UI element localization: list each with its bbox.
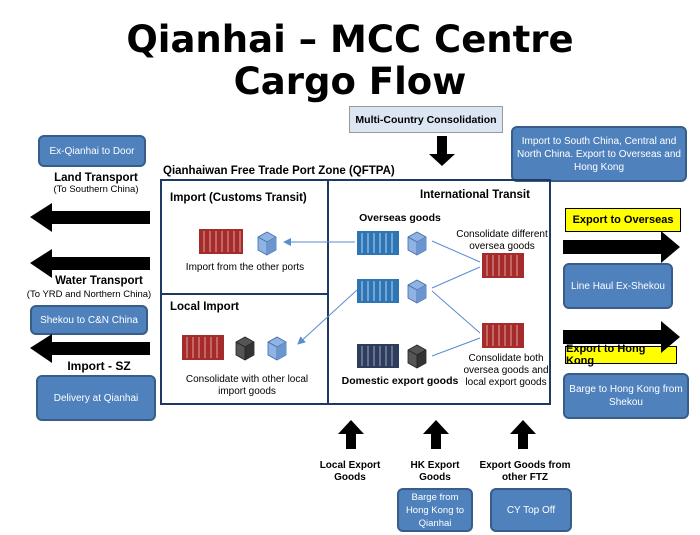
package-icon-1 [257,231,277,256]
other-ftz-label: Export Goods from other FTZ [479,460,571,483]
ex-qianhai-box: Ex-Qianhai to Door [38,135,146,167]
zone-title: Qianhaiwan Free Trade Port Zone (QFTPA) [163,165,395,177]
multi-country-box: Multi-Country Consolidation [349,106,503,133]
dark-package-icon-2 [407,344,427,369]
red-container-icon-2 [182,335,224,360]
dark-package-icon [235,336,255,361]
flow-lines [283,238,481,357]
water-transport-title: Water Transport [55,275,143,287]
navy-container-icon [357,344,399,368]
import-other-ports-label: Import from the other ports [185,262,305,273]
red-container-icon-3 [482,253,524,278]
land-transport-arrow [30,203,150,232]
land-transport-title: Land Transport [54,172,138,184]
export-hk-arrow [563,321,680,353]
barge-hk-box: Barge to Hong Kong from Shekou [563,373,689,419]
overseas-goods-label: Overseas goods [359,212,441,224]
international-transit-title: International Transit [420,189,530,201]
delivery-qianhai-box: Delivery at Qianhai [36,375,156,421]
consolidate-different-label: Consolidate different oversea goods [456,229,548,252]
page-subtitle: Cargo Flow [233,60,467,103]
multi-country-arrow [429,136,455,166]
import-sz-arrow [30,334,150,363]
consolidate-both-label: Consolidate both oversea goods and local… [463,353,549,388]
red-container-icon-1 [199,229,243,254]
land-transport-sub: (To Southern China) [53,184,139,195]
export-overseas-arrow [563,231,680,263]
import-customs-title: Import (Customs Transit) [170,192,307,204]
cy-topoff-box: CY Top Off [490,488,572,532]
line-haul-box: Line Haul Ex-Shekou [563,263,673,309]
water-transport-arrow [30,249,150,278]
blue-container-icon-1 [357,231,399,255]
import-sz-label: Import - SZ [67,359,131,373]
local-export-label: Local Export Goods [319,460,381,483]
blue-container-icon-2 [357,279,399,303]
package-icon-3 [407,231,427,256]
zone-frame [160,179,551,405]
consolidate-local-label: Consolidate with other local import good… [185,374,309,397]
red-container-icon-4 [482,323,524,348]
local-import-title: Local Import [170,301,240,313]
hk-export-arrow [423,420,449,449]
shekou-cn-box: Shekou to C&N China [30,305,148,335]
local-export-arrow [338,420,364,449]
barge-qianhai-box: Barge from Hong Kong to Qianhai [397,488,473,532]
water-transport-sub: (To YRD and Northern China) [26,289,152,300]
other-ftz-arrow [510,420,536,449]
package-icon-2 [267,336,287,361]
export-overseas-label: Export to Overseas [565,208,681,232]
domestic-export-label: Domestic export goods [341,375,459,387]
import-south-china-box: Import to South China, Central and North… [511,126,687,182]
hk-export-label: HK Export Goods [410,460,460,483]
page-title: Qianhai – MCC Centre [126,18,574,61]
package-icon-4 [407,279,427,304]
